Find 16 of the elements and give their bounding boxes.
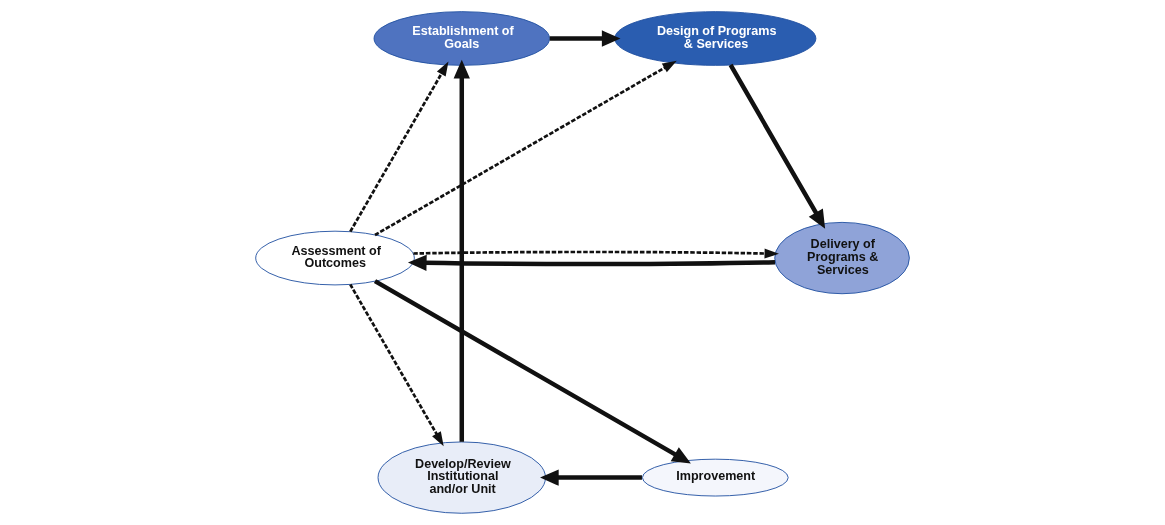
node-ellipse: Establishment of Goals bbox=[373, 11, 550, 66]
arrow bbox=[413, 248, 779, 259]
arrow bbox=[728, 63, 826, 229]
node-ellipse: Develop/Review Institutional and/or Unit bbox=[377, 441, 546, 514]
arrow bbox=[549, 30, 621, 47]
node-ellipse: Design of Programs & Services bbox=[614, 11, 817, 66]
arrow bbox=[407, 254, 776, 271]
arrow bbox=[373, 279, 691, 464]
arrow bbox=[349, 61, 449, 233]
arrow bbox=[374, 60, 677, 237]
arrow bbox=[453, 59, 470, 442]
arrow bbox=[349, 283, 444, 447]
node-ellipse: Delivery of Programs & Services bbox=[774, 221, 910, 295]
arrow bbox=[540, 469, 642, 486]
node-ellipse: Improvement bbox=[641, 458, 789, 497]
node-ellipse: Assessment of Outcomes bbox=[255, 230, 415, 286]
